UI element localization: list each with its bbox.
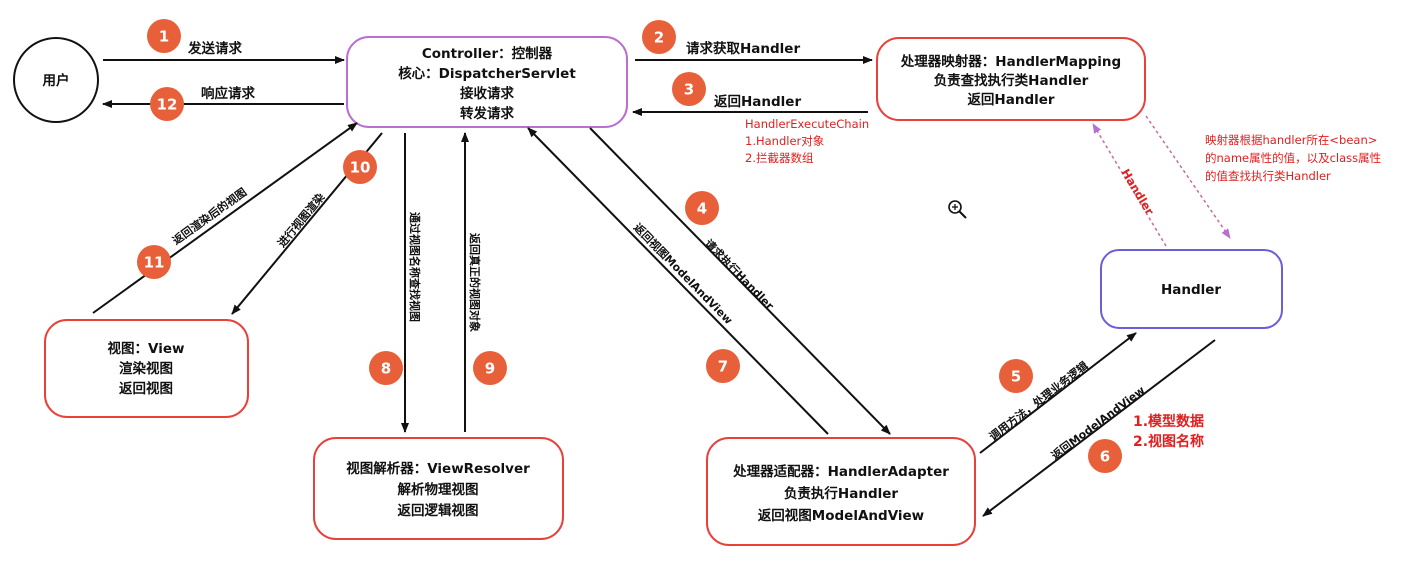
model-note: 1.模型数据 2.视图名称 [1133, 413, 1204, 450]
handler-node: Handler [1100, 249, 1283, 329]
handler-label: Handler [1161, 282, 1221, 298]
handler-adapter-line-3: 返回视图ModelAndView [758, 507, 924, 524]
svg-text:4: 4 [697, 200, 707, 218]
execute-chain-note: HandlerExecuteChain 1.Handler对象 2.拦截器数组 [745, 117, 869, 165]
step-badge-4: 4 [685, 191, 719, 225]
edge-label-1: 发送请求 [187, 40, 242, 57]
view-resolver-line-1: 视图解析器：ViewResolver [346, 460, 530, 477]
step-badge-5: 5 [999, 359, 1033, 393]
arrow-4-execute-handler [589, 127, 891, 435]
svg-text:8: 8 [381, 360, 391, 378]
arrow-7-return-modelandview [527, 127, 829, 435]
mapping-note-line-3: 的值查找执行类Handler [1205, 169, 1331, 183]
user-label: 用户 [43, 72, 70, 89]
edge-label-3: 返回Handler [714, 94, 801, 110]
step-badge-7: 7 [706, 349, 740, 383]
controller-line-3: 接收请求 [460, 85, 514, 102]
edge-label-12: 响应请求 [201, 85, 255, 102]
model-note-line-2: 2.视图名称 [1133, 433, 1204, 450]
svg-text:10: 10 [350, 159, 371, 177]
edge-label-dotted-handler: Handler [1118, 166, 1157, 217]
view-line-2: 渲染视图 [119, 360, 173, 377]
view-line-3: 返回视图 [119, 380, 173, 397]
handler-mapping-line-1: 处理器映射器：HandlerMapping [900, 53, 1121, 70]
svg-text:11: 11 [144, 254, 165, 272]
svg-text:1: 1 [159, 28, 169, 46]
controller-line-1: Controller：控制器 [422, 45, 553, 62]
edge-label-8: 通过视图名称查找视图 [408, 212, 422, 322]
handler-adapter-line-2: 负责执行Handler [784, 485, 898, 502]
step-badge-1: 1 [147, 19, 181, 53]
svg-text:6: 6 [1100, 448, 1110, 466]
svg-text:5: 5 [1011, 368, 1021, 386]
handler-adapter-line-1: 处理器适配器：HandlerAdapter [732, 463, 949, 480]
model-note-line-1: 1.模型数据 [1133, 413, 1204, 430]
step-badge-8: 8 [369, 351, 403, 385]
controller-line-4: 转发请求 [460, 105, 514, 122]
view-node: 视图：View 渲染视图 返回视图 [44, 319, 249, 418]
execute-chain-line-3: 2.拦截器数组 [745, 151, 814, 165]
svg-text:2: 2 [654, 29, 664, 47]
view-line-1: 视图：View [108, 340, 185, 357]
mapping-note-line-1: 映射器根据handler所在<bean> [1205, 133, 1377, 147]
handler-mapping-line-2: 负责查找执行类Handler [934, 72, 1089, 89]
svg-text:12: 12 [157, 96, 178, 114]
arrow-5-call-method [979, 332, 1137, 454]
svg-text:7: 7 [718, 358, 728, 376]
execute-chain-line-1: HandlerExecuteChain [745, 117, 869, 131]
execute-chain-line-2: 1.Handler对象 [745, 134, 824, 148]
edge-label-10: 进行视图渲染 [275, 189, 328, 250]
view-resolver-line-3: 返回逻辑视图 [398, 502, 479, 519]
step-badge-6: 6 [1088, 439, 1122, 473]
user-node: 用户 [13, 37, 99, 123]
controller-node: Controller：控制器 核心：DispatcherServlet 接收请求… [346, 36, 628, 128]
handler-mapping-line-3: 返回Handler [967, 92, 1054, 108]
mapping-note: 映射器根据handler所在<bean> 的name属性的值，以及class属性… [1205, 133, 1381, 183]
step-badge-11: 11 [137, 245, 171, 279]
step-badge-12: 12 [150, 87, 184, 121]
edge-label-11: 返回渲染后的视图 [170, 185, 250, 248]
view-resolver-line-2: 解析物理视图 [398, 481, 479, 498]
mapping-note-line-2: 的name属性的值，以及class属性 [1205, 151, 1381, 165]
svg-text:9: 9 [485, 360, 495, 378]
step-badge-10: 10 [343, 150, 377, 184]
arrow-11-return-rendered-view [92, 122, 358, 314]
dotted-arrow-handler-down [1145, 115, 1231, 239]
handler-mapping-node: 处理器映射器：HandlerMapping 负责查找执行类Handler 返回H… [876, 37, 1146, 121]
arrow-6-return-modelandview [982, 339, 1216, 517]
step-badge-2: 2 [642, 20, 676, 54]
view-resolver-node: 视图解析器：ViewResolver 解析物理视图 返回逻辑视图 [313, 437, 564, 540]
handler-adapter-node: 处理器适配器：HandlerAdapter 负责执行Handler 返回视图Mo… [706, 437, 976, 546]
edge-label-9: 返回真正的视图对象 [468, 233, 482, 332]
edge-label-7: 返回视图ModelAndView [631, 220, 736, 327]
svg-text:3: 3 [684, 81, 694, 99]
step-badge-9: 9 [473, 351, 507, 385]
zoom-in-icon [948, 200, 967, 219]
edge-label-2: 请求获取Handler [686, 40, 800, 57]
step-badge-3: 3 [672, 72, 706, 106]
controller-line-2: 核心：DispatcherServlet [398, 65, 576, 82]
